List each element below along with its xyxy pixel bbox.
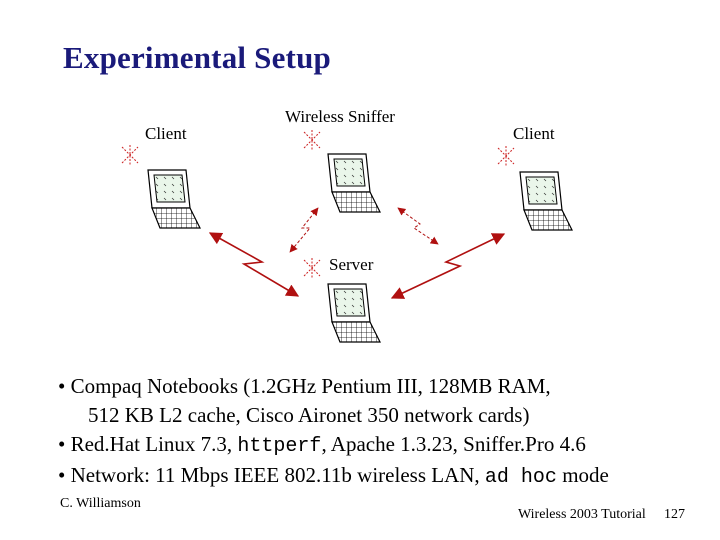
bullet-item-hardware: • Compaq Notebooks (1.2GHz Pentium III, … xyxy=(58,372,609,401)
label-server: Server xyxy=(329,255,374,274)
bullet-item-network: • Network: 11 Mbps IEEE 802.11b wireless… xyxy=(58,461,609,492)
sniffer-antenna-icon xyxy=(303,129,321,151)
bullet-code: httperf xyxy=(237,435,322,458)
sniffer-laptop xyxy=(327,153,381,213)
client-right-antenna-icon xyxy=(497,145,515,167)
bullet-list: • Compaq Notebooks (1.2GHz Pentium III, … xyxy=(58,372,609,492)
network-diagram: Client Wireless Sniffer Client Server xyxy=(121,107,573,343)
footer-course: Wireless 2003 Tutorial xyxy=(518,507,646,522)
slide-title: Experimental Setup xyxy=(63,40,331,75)
bullet-marker: • xyxy=(58,432,66,456)
bullet-item-hardware-cont: 512 KB L2 cache, Cisco Aironet 350 netwo… xyxy=(58,401,609,430)
client-left-antenna-icon xyxy=(121,144,139,166)
label-sniffer: Wireless Sniffer xyxy=(285,107,395,126)
server-laptop xyxy=(327,283,381,343)
label-client-right: Client xyxy=(513,124,555,143)
bullet-text: Network: 11 Mbps IEEE 802.11b wireless L… xyxy=(70,463,485,487)
bullet-text: , Apache 1.3.23, Sniffer.Pro 4.6 xyxy=(321,432,586,456)
bullet-text: Red.Hat Linux 7.3, xyxy=(70,432,238,456)
server-antenna-icon xyxy=(303,257,321,279)
bullet-marker: • xyxy=(58,374,66,398)
bullet-text: mode xyxy=(556,463,609,487)
bullet-text: 512 KB L2 cache, Cisco Aironet 350 netwo… xyxy=(88,403,530,427)
bullet-text: Compaq Notebooks (1.2GHz Pentium III, 12… xyxy=(70,374,551,398)
bullet-marker: • xyxy=(58,463,66,487)
label-client-left: Client xyxy=(145,124,187,143)
link-client-left-server xyxy=(208,232,300,297)
client-right-laptop xyxy=(519,171,573,231)
bullet-code: ad hoc xyxy=(484,466,557,489)
sniff-link-left xyxy=(289,207,319,253)
bullet-item-software: • Red.Hat Linux 7.3, httperf, Apache 1.3… xyxy=(58,430,609,461)
sniff-link-right xyxy=(397,207,439,245)
footer-author: C. Williamson xyxy=(60,496,141,511)
client-left-laptop xyxy=(147,169,201,229)
page-number: 127 xyxy=(664,507,685,522)
link-client-right-server xyxy=(390,233,506,299)
